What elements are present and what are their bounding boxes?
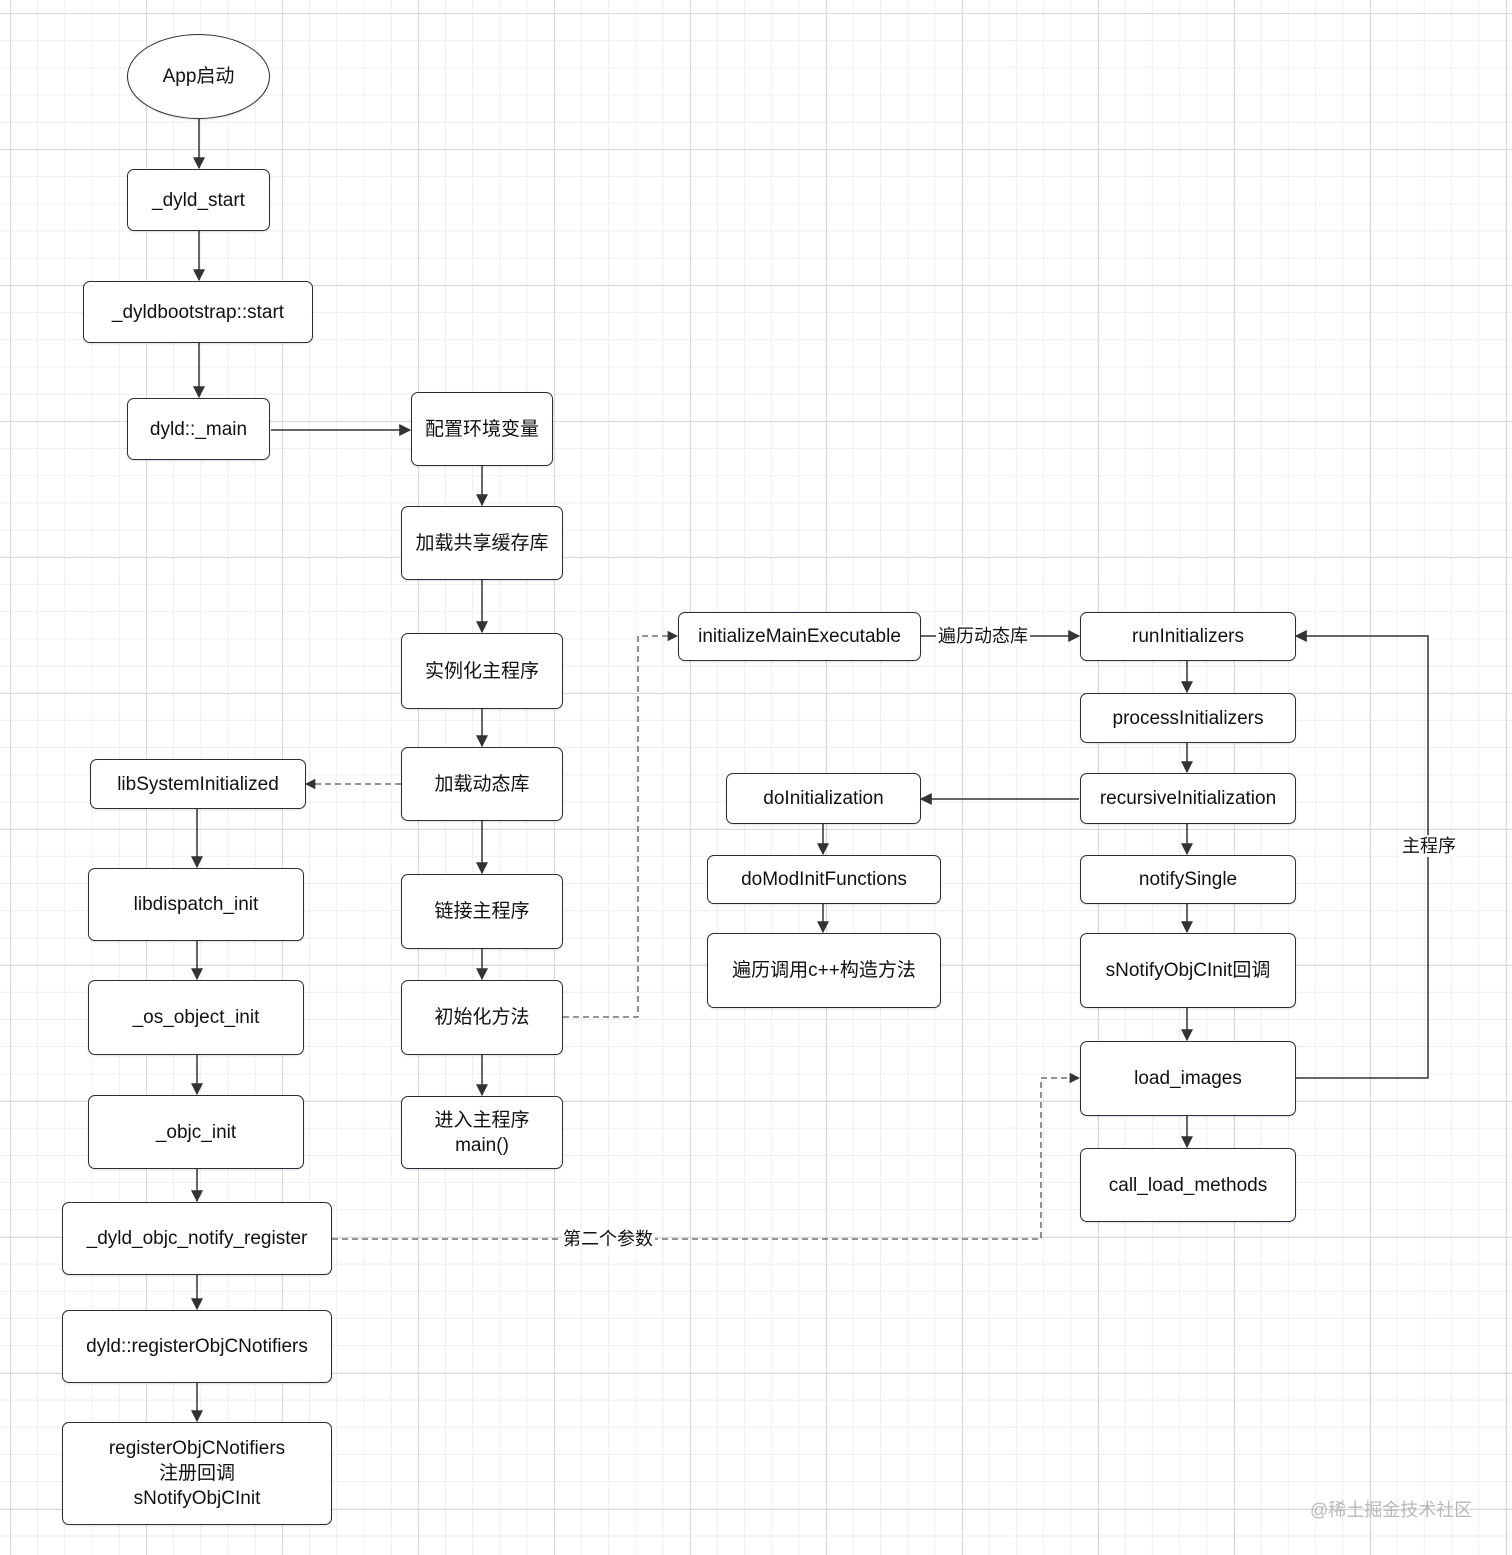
node-register-notifiers-note: registerObjCNotifiers 注册回调 sNotifyObjCIn…	[62, 1422, 332, 1525]
node-libdispatch-init: libdispatch_init	[88, 868, 304, 941]
node-register-objc-notifiers: dyld::registerObjCNotifiers	[62, 1310, 332, 1383]
node-notify-single-label: notifySingle	[1138, 869, 1238, 890]
node-enter-main: 进入主程序 main()	[401, 1096, 563, 1169]
node-dyld-main-label: dyld::_main	[149, 418, 248, 440]
node-dyld-objc-notify-register: _dyld_objc_notify_register	[62, 1202, 332, 1275]
node-snotify-objc-init: sNotifyObjCInit回调	[1080, 933, 1296, 1008]
node-config-env-label: 配置环境变量	[424, 418, 539, 440]
node-do-initialization-label: doInitialization	[763, 788, 884, 809]
node-os-object-init: _os_object_init	[88, 980, 304, 1055]
node-load-dylibs-label: 加载动态库	[434, 773, 530, 795]
edge-init-to-initialize-main	[563, 630, 679, 1018]
edge-label-main-program: 主程序	[1400, 835, 1458, 857]
node-libsystem-initialized: libSystemInitialized	[90, 759, 306, 809]
node-dyld-start-label: _dyld_start	[152, 189, 245, 211]
node-libdispatch-init-label: libdispatch_init	[133, 894, 259, 915]
node-instantiate-main-label: 实例化主程序	[424, 660, 539, 682]
node-run-initializers-label: runInitializers	[1132, 626, 1244, 647]
node-init-method: 初始化方法	[401, 980, 563, 1055]
node-process-initializers-label: processInitializers	[1112, 707, 1264, 729]
node-run-initializers: runInitializers	[1080, 612, 1296, 661]
node-call-cpp-constructors-label: 遍历调用c++构造方法	[732, 960, 916, 981]
node-load-images-label: load_images	[1134, 1068, 1242, 1089]
node-call-load-methods-label: call_load_methods	[1108, 1174, 1268, 1196]
edge-label-second-param: 第二个参数	[561, 1228, 655, 1250]
node-do-initialization: doInitialization	[726, 773, 921, 824]
node-instantiate-main: 实例化主程序	[401, 633, 563, 709]
node-link-main-label: 链接主程序	[434, 901, 530, 922]
watermark-text: @稀土掘金技术社区	[1310, 1500, 1473, 1520]
node-app-start-label: App启动	[162, 66, 235, 87]
node-objc-init: _objc_init	[88, 1095, 304, 1169]
node-load-images: load_images	[1080, 1041, 1296, 1116]
node-process-initializers: processInitializers	[1080, 693, 1296, 743]
node-recursive-initialization-label: recursiveInitialization	[1099, 788, 1277, 809]
node-libsystem-initialized-label: libSystemInitialized	[117, 773, 279, 795]
node-dyld-objc-notify-register-label: _dyld_objc_notify_register	[86, 1228, 308, 1249]
node-os-object-init-label: _os_object_init	[132, 1007, 260, 1028]
node-snotify-objc-init-label: sNotifyObjCInit回调	[1105, 960, 1271, 981]
node-recursive-initialization: recursiveInitialization	[1080, 773, 1296, 824]
node-dyldbootstrap-start: _dyldbootstrap::start	[83, 281, 313, 343]
node-load-shared-cache-label: 加载共享缓存库	[415, 532, 549, 554]
node-initialize-main-executable: initializeMainExecutable	[678, 612, 921, 661]
node-call-load-methods: call_load_methods	[1080, 1148, 1296, 1222]
edge-load-images-to-run-initializers-loop	[1294, 630, 1429, 1079]
node-init-method-label: 初始化方法	[434, 1007, 530, 1028]
node-objc-init-label: _objc_init	[155, 1121, 237, 1143]
node-register-objc-notifiers-label: dyld::registerObjCNotifiers	[86, 1336, 308, 1357]
node-load-dylibs: 加载动态库	[401, 747, 563, 821]
node-enter-main-label: 进入主程序 main()	[434, 1109, 530, 1156]
node-config-env: 配置环境变量	[411, 392, 553, 466]
node-do-mod-init-functions: doModInitFunctions	[707, 855, 941, 904]
node-load-shared-cache: 加载共享缓存库	[401, 506, 563, 580]
node-link-main: 链接主程序	[401, 874, 563, 949]
node-app-start: App启动	[127, 34, 270, 119]
node-initialize-main-executable-label: initializeMainExecutable	[698, 626, 901, 647]
node-dyldbootstrap-start-label: _dyldbootstrap::start	[111, 301, 285, 323]
node-do-mod-init-functions-label: doModInitFunctions	[741, 869, 907, 890]
node-call-cpp-constructors: 遍历调用c++构造方法	[707, 933, 941, 1008]
edge-label-iterate-dylibs: 遍历动态库	[936, 625, 1030, 647]
node-dyld-main: dyld::_main	[127, 398, 270, 460]
node-notify-single: notifySingle	[1080, 855, 1296, 904]
edge-notify-register-to-load-images	[332, 1072, 1081, 1240]
node-dyld-start: _dyld_start	[127, 169, 270, 231]
node-register-notifiers-note-label: registerObjCNotifiers 注册回调 sNotifyObjCIn…	[108, 1438, 286, 1509]
